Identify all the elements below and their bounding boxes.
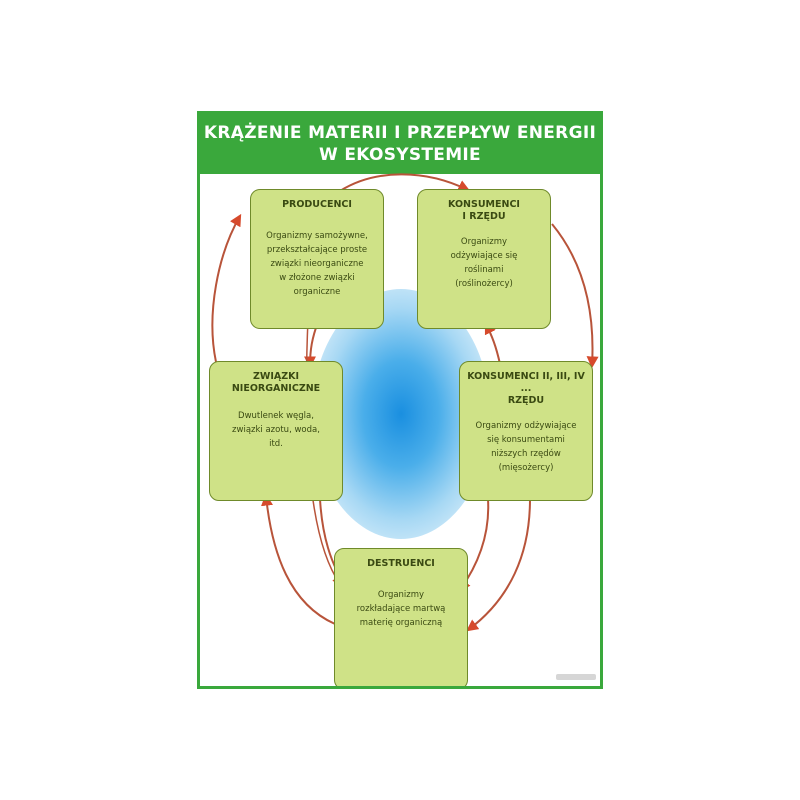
producenci-title: PRODUCENCI [282,199,352,210]
title-line-2: W EKOSYSTEMIE [319,145,481,165]
konsumenci2-desc: Organizmy odżywiające się konsumentami n… [475,421,577,473]
zwiazki-desc: Dwutlenek węgla, związki azotu, woda, it… [232,411,320,449]
producenci-desc: Organizmy samożywne, przekształcające pr… [266,231,368,297]
box-producenci: PRODUCENCI Organizmy samożywne, przekszt… [250,189,384,329]
arrow-konsumenci1-to-konsumenci2 [551,223,599,369]
box-konsumenci-1: KONSUMENCI I RZĘDU Organizmy odżywiające… [417,189,551,329]
arrow-destruenci-to-zwiazki [261,493,336,625]
arrow-zwiazki-to-producenci [211,213,242,363]
zwiazki-title: ZWIĄZKI NIEORGANICZNE [231,371,321,394]
poster: KRĄŻENIE MATERII I PRZEPŁYW ENERGII W EK… [197,111,603,689]
arrow-producenci-to-konsumenci1 [339,173,471,192]
box-destruenci: DESTRUENCI Organizmy rozkładające martwą… [334,548,468,686]
box-zwiazki-nieorganiczne: ZWIĄZKI NIEORGANICZNE Dwutlenek węgla, z… [209,361,343,501]
konsumenci1-title: KONSUMENCI I RZĘDU [448,199,520,222]
destruenci-desc: Organizmy rozkładające martwą materię or… [356,590,446,628]
konsumenci1-desc: Organizmy odżywiające się roślinami (roś… [450,237,518,289]
destruenci-title: DESTRUENCI [367,558,435,569]
arrow-konsumenci2-to-destruenci-outer [466,498,531,632]
title-line-1: KRĄŻENIE MATERII I PRZEPŁYW ENERGII [203,123,597,143]
arrow-konsumenci2-to-konsumenci1 [484,321,501,365]
konsumenci2-title: KONSUMENCI II, III, IV ... RZĘDU [467,371,585,406]
publisher-logo [556,674,596,680]
box-konsumenci-2: KONSUMENCI II, III, IV ... RZĘDU Organiz… [459,361,593,501]
title-banner: KRĄŻENIE MATERII I PRZEPŁYW ENERGII W EK… [200,114,600,174]
